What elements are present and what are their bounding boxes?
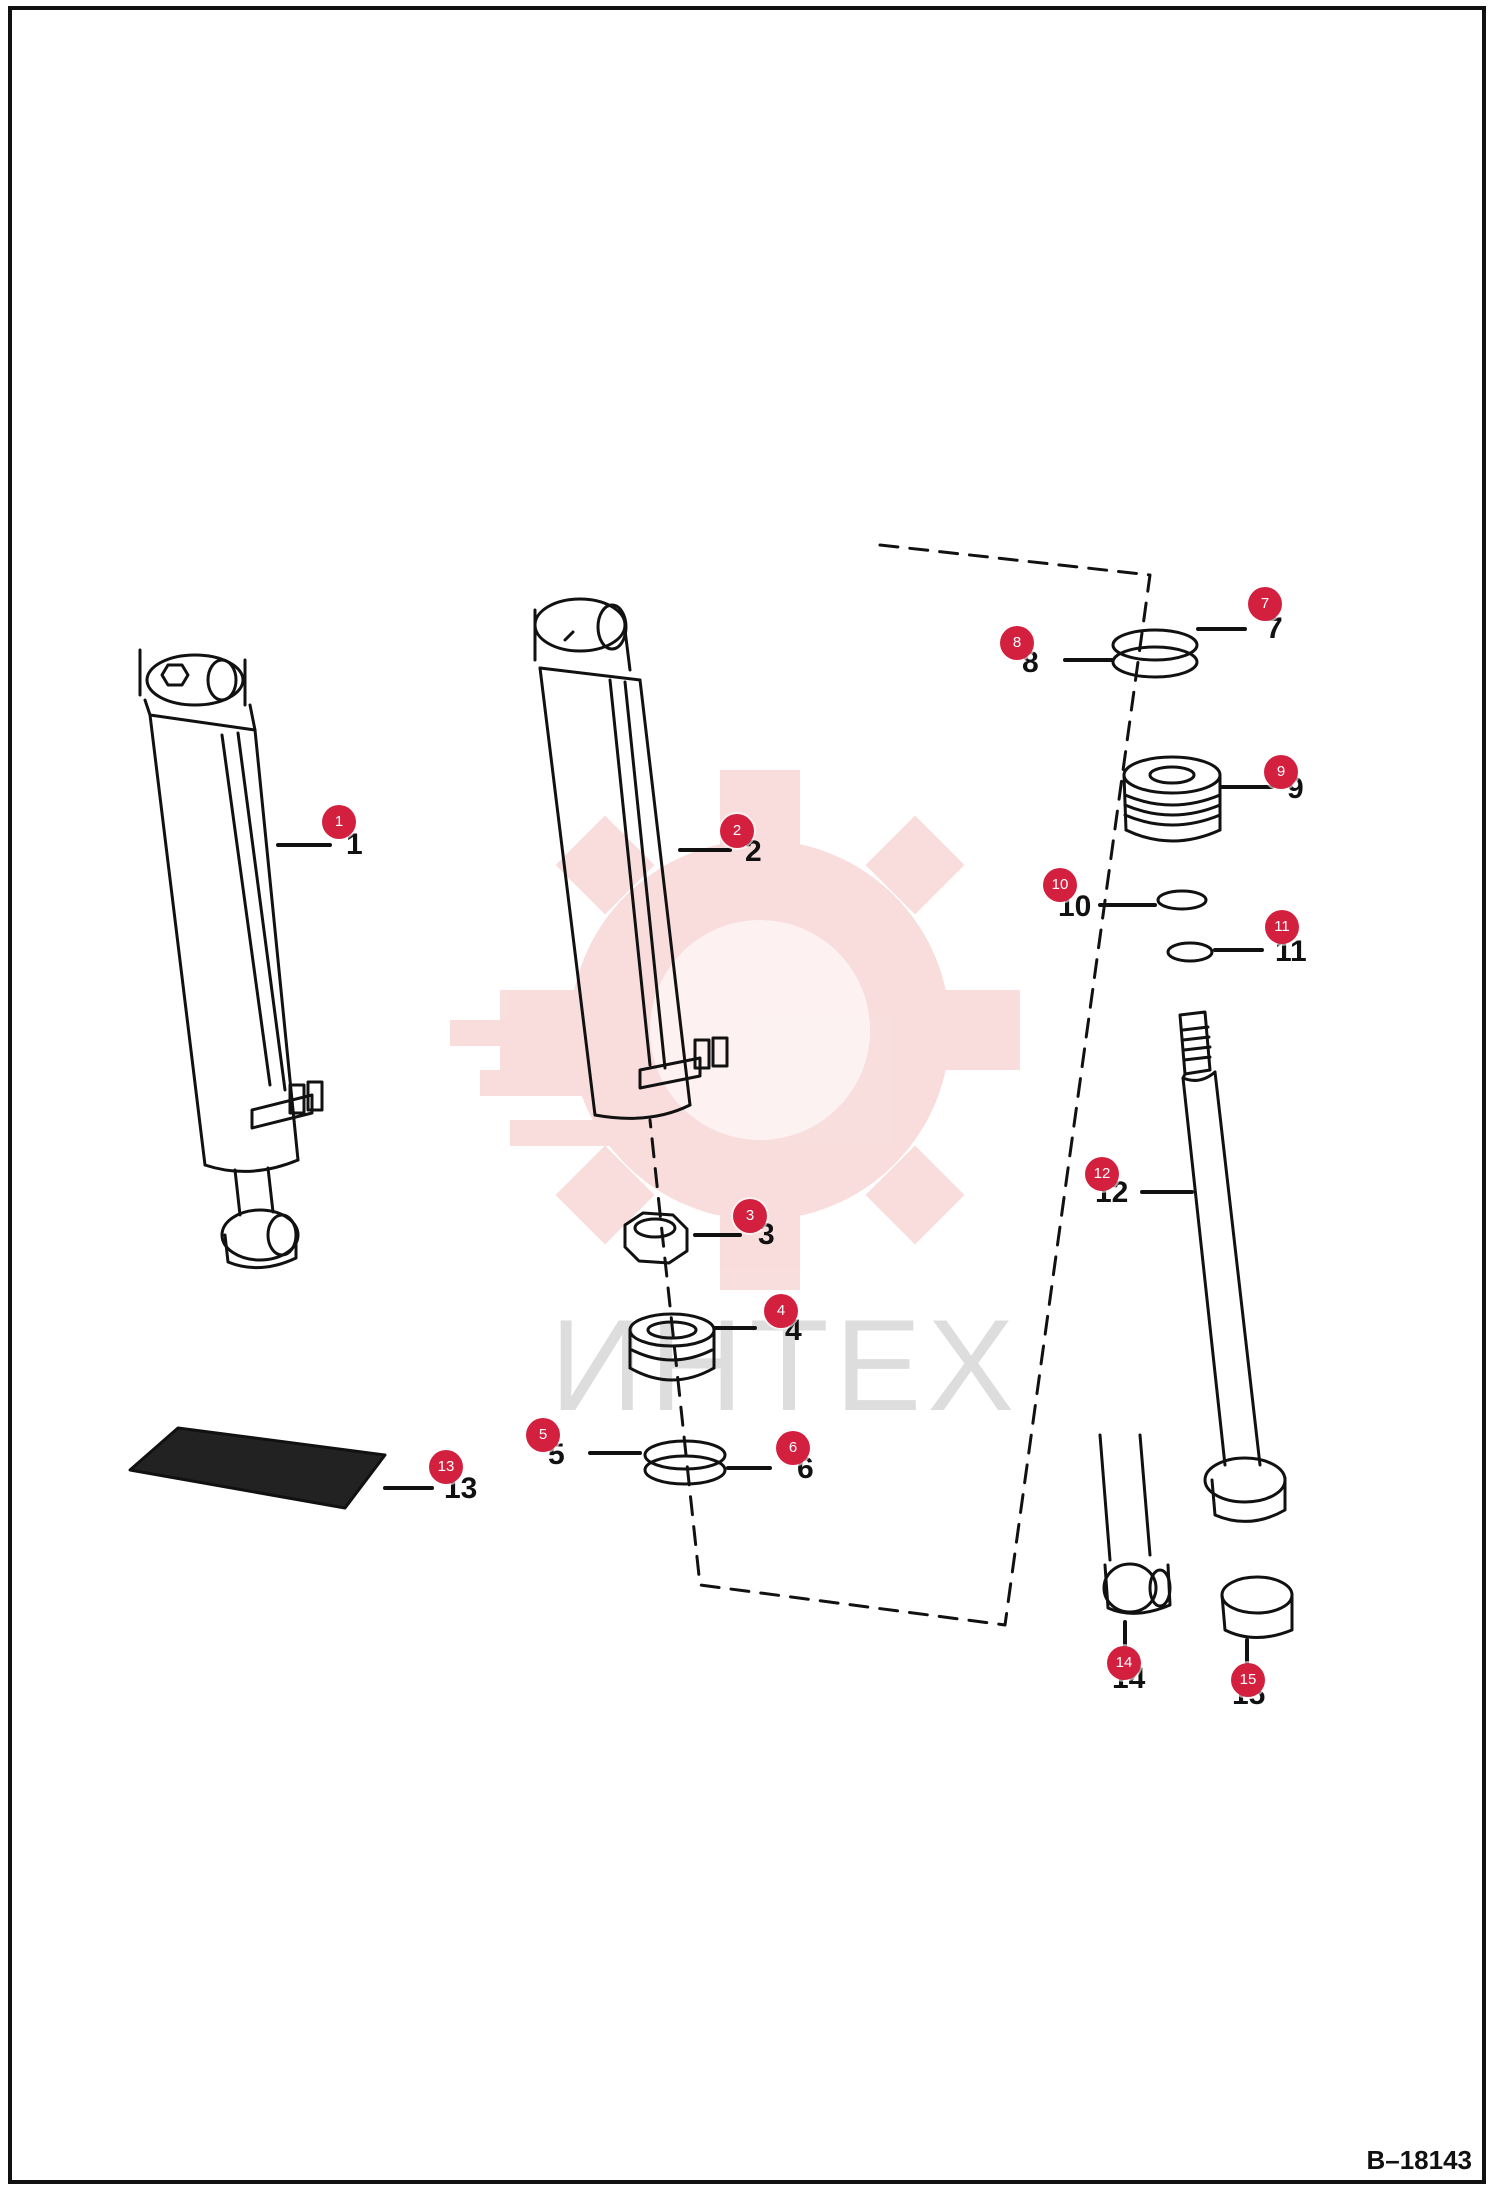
callout-13[interactable]: 13	[429, 1450, 463, 1484]
part-number-1: 1	[346, 828, 363, 861]
cylinder-barrel-2	[533, 597, 729, 1120]
callout-2[interactable]: 2	[720, 814, 754, 848]
callout-9[interactable]: 9	[1264, 755, 1298, 789]
rod-12	[1178, 1010, 1287, 1523]
part-number-7: 7	[1266, 612, 1283, 645]
callout-10[interactable]: 10	[1043, 868, 1077, 902]
callout-4[interactable]: 4	[764, 1294, 798, 1328]
ring-10	[1156, 889, 1208, 911]
callout-7[interactable]: 7	[1248, 587, 1282, 621]
callout-5[interactable]: 5	[526, 1418, 560, 1452]
callout-1[interactable]: 1	[322, 805, 356, 839]
callout-11[interactable]: 11	[1265, 910, 1299, 944]
decal-13	[128, 1426, 387, 1510]
rod-end-14	[1098, 1433, 1172, 1615]
callout-14[interactable]: 14	[1107, 1646, 1141, 1680]
piston-9	[1122, 755, 1222, 843]
seal-4	[628, 1312, 716, 1382]
o-rings-7-8	[1111, 628, 1199, 679]
nut-3	[623, 1211, 689, 1265]
callout-15[interactable]: 15	[1231, 1663, 1265, 1697]
cylinder-assembly-1	[138, 648, 324, 1270]
diagram-frame	[8, 6, 1486, 2184]
bushing-15	[1220, 1575, 1294, 1639]
o-rings-5-6	[643, 1439, 727, 1486]
part-number-2: 2	[745, 835, 762, 868]
callout-8[interactable]: 8	[1000, 626, 1034, 660]
callout-12[interactable]: 12	[1085, 1157, 1119, 1191]
ring-11	[1166, 941, 1214, 963]
drawing-reference-number: B–18143	[1366, 2145, 1472, 2175]
callout-3[interactable]: 3	[733, 1199, 767, 1233]
callout-6[interactable]: 6	[776, 1431, 810, 1465]
